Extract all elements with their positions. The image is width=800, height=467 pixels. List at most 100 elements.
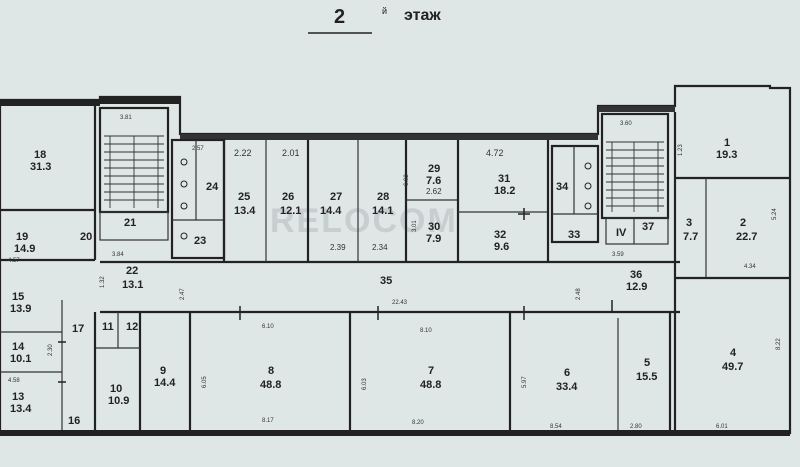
dimension: 4.72 — [486, 148, 504, 158]
room-number: 9 — [160, 365, 166, 377]
room-area: 13.4 — [10, 403, 32, 415]
room-number: 24 — [206, 181, 219, 193]
wall-band-top-left — [0, 97, 180, 106]
dimension: 4.34 — [744, 264, 756, 270]
dimension: 2.22 — [234, 148, 252, 158]
room-area: 7.7 — [683, 231, 698, 243]
room-area: 22.7 — [736, 231, 757, 243]
dimension-labels: 3.81 3.60 2.57 2.22 2.01 4.72 2.62 5.24 … — [8, 115, 782, 430]
room-labels: 1 19.3 2 22.7 3 7.7 4 49.7 5 15.5 6 33.4… — [10, 137, 757, 427]
room-number: 37 — [642, 221, 654, 233]
wc-right-fixtures — [584, 162, 592, 210]
room-number: 3 — [686, 217, 692, 229]
room-area: 13.1 — [122, 279, 143, 291]
wc-left-fixtures — [180, 158, 188, 240]
room-area: 14.4 — [154, 377, 176, 389]
room-number: 18 — [34, 149, 46, 161]
room-number: 26 — [282, 191, 294, 203]
room-number: 15 — [12, 291, 24, 303]
room-number: 17 — [72, 323, 84, 335]
dimension: 2.80 — [630, 424, 642, 430]
room-area: 7.9 — [426, 233, 441, 245]
room-number: 34 — [556, 181, 569, 193]
room-number: 12 — [126, 321, 138, 333]
floor-word: этаж — [404, 7, 441, 24]
room-number: 5 — [644, 357, 650, 369]
room-number: 36 — [630, 269, 642, 281]
room-area: 10.1 — [10, 353, 31, 365]
room-number: 16 — [68, 415, 80, 427]
dimension: 3.01 — [412, 220, 418, 232]
room-number: 10 — [110, 383, 122, 395]
dimension: 2.47 — [180, 288, 186, 300]
dimension: 8.17 — [262, 418, 274, 424]
room-iv-37-box — [605, 217, 669, 245]
room-number: 7 — [428, 365, 434, 377]
dimension: 6.01 — [716, 424, 728, 430]
room-area: 19.3 — [716, 149, 737, 161]
room-number: 11 — [102, 321, 114, 333]
room-area: 12.9 — [626, 281, 647, 293]
dimension: 8.10 — [420, 328, 432, 334]
room-number: 4 — [730, 347, 737, 359]
dimension: 5.97 — [522, 376, 528, 388]
room-area: 13.4 — [234, 205, 256, 217]
room-number: 31 — [498, 173, 510, 185]
dimension: 2.57 — [192, 146, 204, 152]
dimension: 2.48 — [576, 288, 582, 300]
dimension: 2.30 — [48, 344, 54, 356]
room-number: 20 — [80, 231, 92, 243]
room-area: 48.8 — [260, 379, 281, 391]
room-number: 1 — [724, 137, 730, 149]
room-area: 10.9 — [108, 395, 129, 407]
room-number: 22 — [126, 265, 138, 277]
floor-suffix: й — [382, 6, 387, 16]
room-area: 14.9 — [14, 243, 35, 255]
room-area: 9.6 — [494, 241, 509, 253]
room-area: 31.3 — [30, 161, 51, 173]
room-number: 13 — [12, 391, 24, 403]
room-number: 19 — [16, 231, 28, 243]
floor-number: 2 — [334, 6, 345, 28]
room-21-box — [99, 211, 169, 241]
room-number: 28 — [377, 191, 389, 203]
wc-right-block — [550, 144, 600, 244]
room-number: IV — [616, 227, 627, 239]
room-area: 7.6 — [426, 175, 441, 187]
dimension: 8.22 — [776, 338, 782, 350]
room-number: 29 — [428, 163, 440, 175]
dimension: 1.32 — [100, 276, 106, 288]
dimension: 3.60 — [620, 121, 632, 127]
room-area: 33.4 — [556, 381, 578, 393]
wall-band-top-middle — [180, 134, 598, 140]
dimension: 6.03 — [362, 378, 368, 390]
dimension: 6.05 — [202, 376, 208, 388]
room-area: 14.4 — [320, 205, 342, 217]
room-number: 6 — [564, 367, 570, 379]
dimension: 3.84 — [112, 252, 124, 258]
room-number: 2 — [740, 217, 746, 229]
door-marks — [58, 208, 613, 383]
room-number: 35 — [380, 275, 392, 287]
dimension: 1.23 — [678, 144, 684, 156]
floor-title: 2 й этаж — [308, 6, 441, 34]
dimension: 2.39 — [330, 243, 346, 252]
dimension: 5.24 — [772, 208, 778, 220]
wall-band-top-right — [598, 106, 675, 112]
dimension: 3.59 — [612, 252, 624, 258]
room-number: 32 — [494, 229, 506, 241]
dimension: 8.54 — [550, 424, 562, 430]
room-number: 33 — [568, 229, 580, 241]
dimension: 4.57 — [8, 258, 20, 264]
wall-band-bottom — [0, 430, 790, 436]
room-number: 30 — [428, 221, 440, 233]
dimension: 4.58 — [8, 378, 20, 384]
room-number: 21 — [124, 217, 136, 229]
room-number: 8 — [268, 365, 274, 377]
room-area: 15.5 — [636, 371, 657, 383]
dimension: 2.01 — [282, 148, 300, 158]
dimension: 2.34 — [372, 243, 388, 252]
dimension: 3.81 — [120, 115, 132, 121]
